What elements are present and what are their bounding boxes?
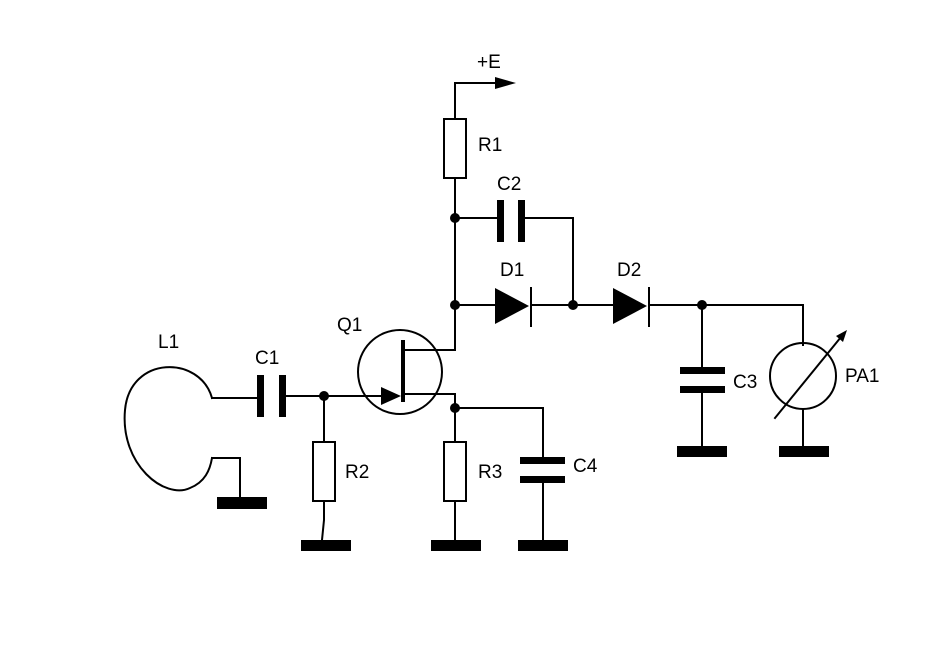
junction-dots bbox=[319, 213, 707, 413]
c2-label: C2 bbox=[497, 174, 521, 195]
diode-d1: D1 bbox=[454, 260, 574, 327]
diode-d2: D2 bbox=[572, 260, 804, 346]
junction-dot bbox=[568, 300, 578, 310]
drain-wire bbox=[419, 177, 456, 351]
supply-label: +E bbox=[477, 52, 501, 73]
meter-pa1: PA1 bbox=[769, 330, 880, 457]
ground-r2 bbox=[301, 540, 351, 551]
l1-label: L1 bbox=[158, 332, 179, 353]
junction-dot bbox=[697, 300, 707, 310]
capacitor-c2: C2 bbox=[454, 174, 574, 306]
d1-label: D1 bbox=[500, 260, 524, 281]
transistor-q1: Q1 bbox=[337, 315, 456, 415]
capacitor-c4: C4 bbox=[454, 407, 598, 551]
r3-label: R3 bbox=[478, 462, 502, 483]
capacitor-c3: C3 bbox=[677, 304, 757, 457]
junction-dot bbox=[450, 300, 460, 310]
r1-label: R1 bbox=[478, 135, 502, 156]
c3-label: C3 bbox=[733, 372, 757, 393]
c1-label: C1 bbox=[255, 348, 279, 369]
resistor-r2: R2 bbox=[301, 395, 369, 551]
ground-c4 bbox=[518, 540, 568, 551]
r2-label: R2 bbox=[345, 462, 369, 483]
junction-dot bbox=[450, 213, 460, 223]
junction-dot bbox=[450, 403, 460, 413]
d2-label: D2 bbox=[617, 260, 641, 281]
resistor-r3: R3 bbox=[431, 407, 502, 551]
ground-l1 bbox=[217, 497, 267, 509]
ground-r3 bbox=[431, 540, 481, 551]
ground-c3 bbox=[677, 446, 727, 457]
pa1-label: PA1 bbox=[845, 366, 880, 387]
q1-label: Q1 bbox=[337, 315, 362, 336]
supply-terminal: +E bbox=[454, 52, 516, 120]
loop-antenna-l1: L1 bbox=[123, 332, 267, 509]
junction-dot bbox=[319, 391, 329, 401]
resistor-r1: R1 bbox=[443, 118, 502, 179]
c4-label: C4 bbox=[573, 456, 598, 477]
ground-pa1 bbox=[779, 446, 829, 457]
